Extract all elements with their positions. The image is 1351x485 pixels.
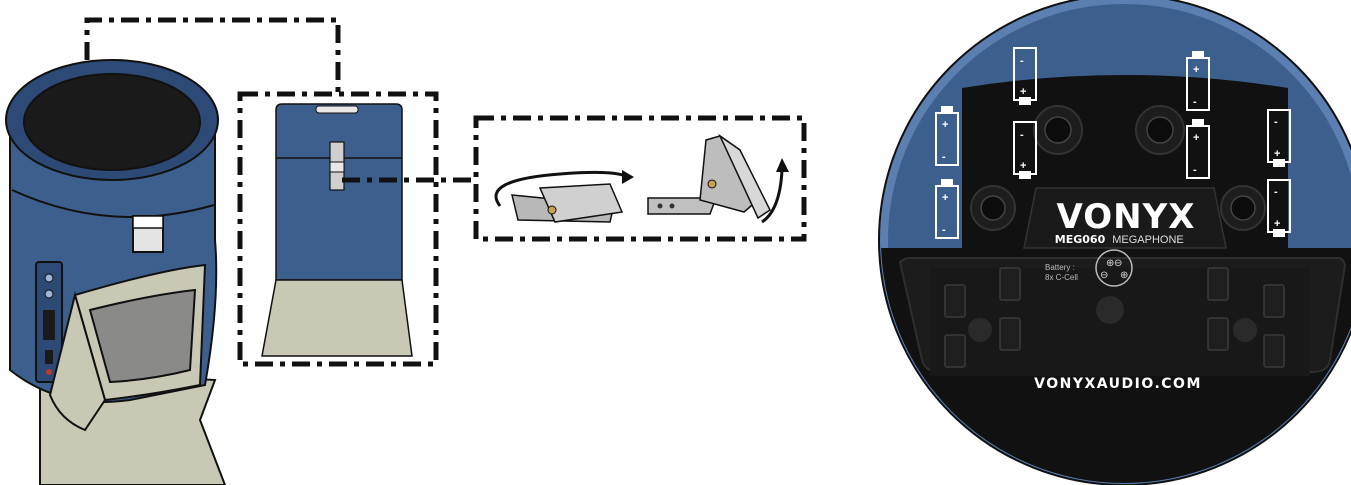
latch-detail-grip bbox=[261, 279, 413, 357]
battery-sign: - bbox=[1274, 116, 1278, 128]
battery-icon bbox=[1267, 109, 1291, 167]
battery-polarity-signs: - + - + + - + - + - + - - + - + bbox=[942, 55, 1280, 236]
battery-icon bbox=[935, 179, 959, 239]
battery-sign: - bbox=[942, 151, 946, 163]
battery-icon bbox=[935, 106, 959, 166]
website-url: VONYXAUDIO.COM bbox=[1034, 376, 1202, 392]
battery-spec-line2: 8x C-Cell bbox=[1045, 273, 1078, 282]
battery-sign: + bbox=[942, 119, 948, 131]
screw-post-icon bbox=[1033, 105, 1083, 155]
screw-post-icon bbox=[1135, 105, 1185, 155]
battery-sign: - bbox=[1274, 186, 1278, 198]
brand-logo: VONYX bbox=[1057, 197, 1196, 237]
model-type: MEGAPHONE bbox=[1112, 234, 1184, 246]
connector-line-top bbox=[84, 17, 341, 92]
bottom-view: ⊕ ⊖ ⊖ ⊕ VONYX MEG060 MEGAPHONE Battery :… bbox=[878, 0, 1351, 485]
megaphone-seam bbox=[11, 189, 215, 218]
latch-detail-panel bbox=[275, 103, 403, 281]
svg-text:⊕: ⊕ bbox=[1106, 258, 1114, 269]
model-name: MEG060 bbox=[1055, 233, 1106, 246]
brand-plate bbox=[1023, 187, 1227, 249]
polarity-icon bbox=[1095, 249, 1133, 287]
battery-spec-line1: Battery : bbox=[1045, 263, 1075, 272]
battery-sign: + bbox=[1274, 148, 1280, 160]
curved-arrow-icon bbox=[761, 169, 784, 224]
battery-sign: + bbox=[1193, 64, 1199, 76]
screw-post-icon bbox=[970, 185, 1016, 231]
battery-markers bbox=[935, 47, 1291, 239]
screw-post-icon bbox=[1220, 185, 1266, 231]
latch-operation bbox=[473, 115, 807, 242]
battery-sign: + bbox=[1193, 132, 1199, 144]
svg-text:⊖: ⊖ bbox=[1114, 258, 1122, 269]
battery-icon bbox=[1013, 121, 1037, 179]
molded-batteries bbox=[944, 267, 1285, 368]
battery-icon bbox=[1186, 51, 1210, 111]
latch-detail-frame bbox=[237, 91, 439, 367]
battery-sign: - bbox=[1020, 129, 1024, 141]
battery-icon bbox=[1267, 179, 1291, 237]
battery-sign: - bbox=[1193, 96, 1197, 108]
svg-text:⊖: ⊖ bbox=[1100, 270, 1108, 281]
curved-arrow-icon bbox=[494, 170, 627, 207]
battery-sign: + bbox=[942, 192, 948, 204]
latch-detail bbox=[237, 91, 439, 367]
latch-open bbox=[647, 133, 789, 224]
battery-sign: + bbox=[1020, 86, 1026, 98]
battery-icon bbox=[1186, 119, 1210, 179]
battery-sign: + bbox=[1020, 160, 1026, 172]
battery-sign: - bbox=[1020, 55, 1024, 67]
battery-icon bbox=[1013, 47, 1037, 105]
latch-closed bbox=[494, 170, 634, 223]
latch-operation-frame bbox=[473, 115, 807, 242]
megaphone-bell-opening bbox=[23, 73, 201, 171]
battery-sign: - bbox=[1193, 164, 1197, 176]
battery-sign: - bbox=[942, 224, 946, 236]
svg-text:⊕: ⊕ bbox=[1120, 270, 1128, 281]
megaphone-body bbox=[5, 59, 227, 485]
battery-sign: + bbox=[1274, 218, 1280, 230]
